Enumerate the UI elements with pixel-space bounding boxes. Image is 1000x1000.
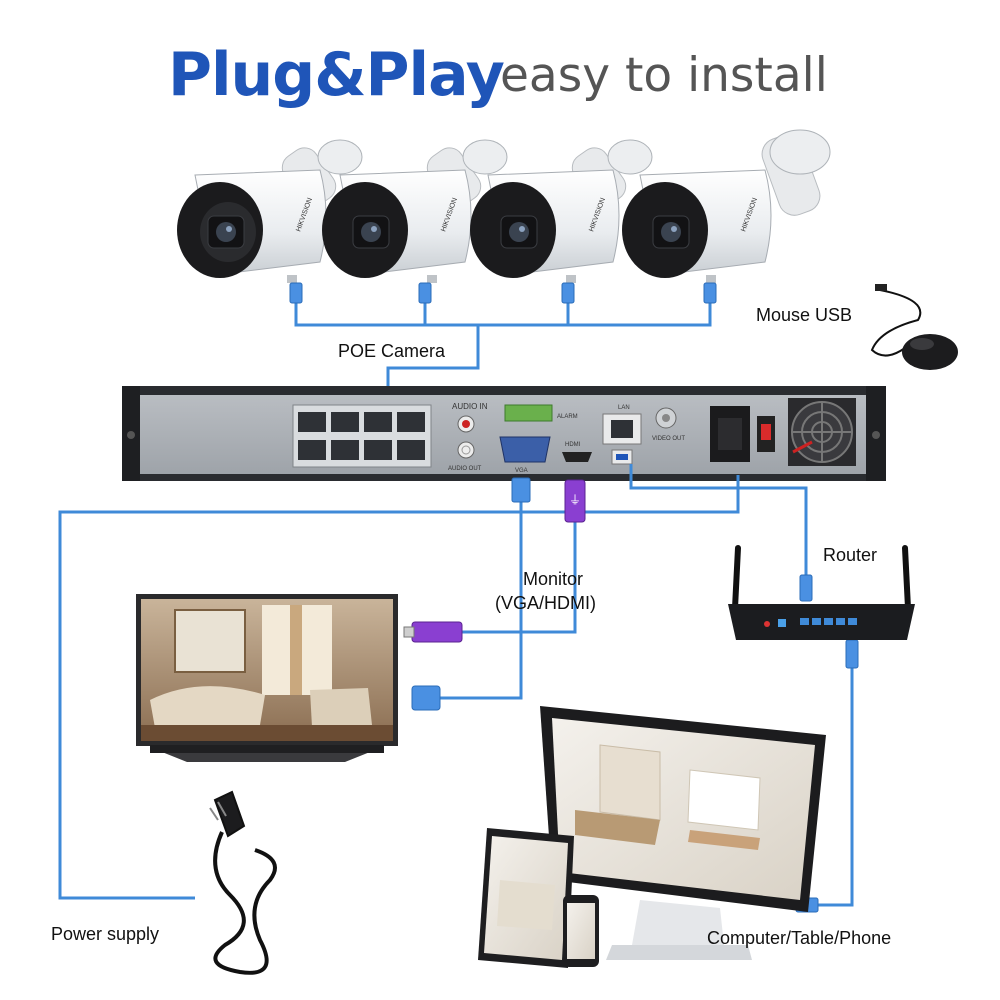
poe-camera-4: HIKVISION — [622, 129, 831, 283]
video-out-label: VIDEO OUT — [652, 436, 685, 442]
router-label: Router — [823, 545, 878, 565]
network-cables — [58, 464, 854, 907]
poe-camera-2: HIKVISION — [322, 139, 508, 283]
title-subtitle: easy to install — [500, 48, 828, 103]
power-cable — [209, 790, 277, 975]
devices-label: Computer/Table/Phone — [707, 928, 892, 948]
computer-monitor — [540, 706, 826, 960]
tablet — [478, 828, 574, 968]
mouse-usb-label: Mouse USB — [756, 305, 853, 325]
alarm-label: ALARM — [557, 414, 578, 420]
svg-text:⏚: ⏚ — [569, 493, 581, 507]
vga-port-label: VGA — [515, 468, 528, 474]
hdmi-port-label: HDMI — [565, 442, 581, 448]
monitor-label-line2: (VGA/HDMI) — [495, 593, 596, 613]
router — [728, 545, 915, 640]
audio-out-label: AUDIO OUT — [448, 466, 482, 472]
poe-camera-label: POE Camera — [338, 341, 446, 361]
usb-mouse — [870, 284, 958, 370]
title-main: Plug&Play — [168, 40, 505, 110]
nvr-recorder: AUDIO IN AUDIO OUT ALARM VGA HDMI LAN VI… — [122, 386, 886, 481]
lan-port-label: LAN — [618, 405, 630, 411]
power-supply-label: Power supply — [51, 924, 160, 944]
poe-camera-1: HIKVISION — [177, 139, 363, 283]
monitor-tv — [136, 594, 398, 762]
poe-camera-3: HIKVISION — [470, 139, 653, 283]
monitor-label-line1: Monitor — [523, 569, 584, 589]
phone — [563, 895, 599, 967]
audio-in-label: AUDIO IN — [452, 402, 488, 411]
